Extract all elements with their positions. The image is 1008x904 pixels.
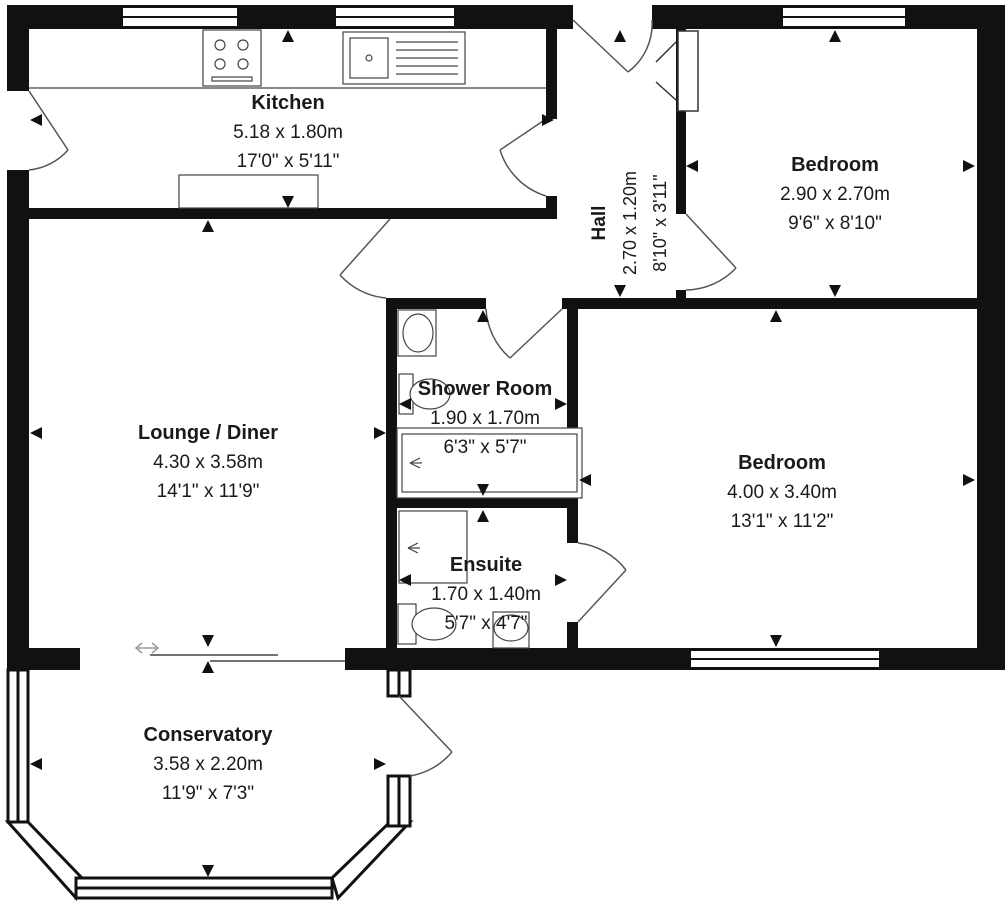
room-size-imperial: 11'9" x 7'3" [161, 783, 255, 804]
kitchen-fittings [29, 29, 546, 209]
measure-arrow-icon [477, 484, 489, 496]
room-size-metric: 2.90 x 2.70m [780, 184, 890, 205]
room-label-bedroom-main: Bedroom 4.00 x 3.40m 13'1" x 11'2" [727, 449, 837, 536]
room-label-conservatory: Conservatory 3.58 x 2.20m 11'9" x 7'3" [144, 721, 273, 808]
measure-arrow-icon [374, 758, 386, 770]
measure-arrow-icon [829, 30, 841, 42]
room-name: Conservatory [143, 724, 273, 746]
measure-arrow-icon [579, 474, 591, 486]
measure-arrow-icon [30, 114, 42, 126]
basin-icon [492, 611, 530, 649]
shower-tray-icon [398, 510, 468, 584]
room-size-imperial: 9'6" x 8'10" [788, 213, 882, 234]
measure-arrow-icon [686, 160, 698, 172]
measure-arrow-icon [202, 865, 214, 877]
room-size-imperial: 17'0" x 5'11" [236, 151, 340, 172]
room-size-metric: 1.70 x 1.40m [431, 584, 541, 605]
measure-arrow-icon [374, 427, 386, 439]
room-label-bedroom-top: Bedroom 2.90 x 2.70m 9'6" x 8'10" [780, 151, 890, 238]
toilet-icon [398, 373, 451, 415]
measure-arrow-icon [202, 635, 214, 647]
measure-arrow-icon [963, 160, 975, 172]
measure-arrow-icon [282, 30, 294, 42]
room-label-hall: Hall 2.70 x 1.20m 8'10" x 3'11" [585, 133, 675, 313]
room-label-shower-room: Shower Room 1.90 x 1.70m 6'3" x 5'7" [418, 375, 552, 462]
measure-arrow-icon [770, 635, 782, 647]
measure-arrow-icon [963, 474, 975, 486]
room-size-metric: 4.00 x 3.40m [727, 482, 837, 503]
door-swings [28, 19, 737, 777]
conservatory-frame [4, 668, 414, 901]
room-name: Shower Room [417, 378, 553, 400]
measure-arrow-icon [202, 220, 214, 232]
shower-room-fittings [396, 309, 583, 499]
walls [7, 5, 1005, 670]
room-size-imperial: 6'3" x 5'7" [443, 437, 527, 458]
ensuite-fittings [397, 510, 530, 649]
room-size-metric: 1.90 x 1.70m [430, 408, 540, 429]
measure-arrow-icon [477, 510, 489, 522]
measure-arrows [30, 30, 975, 877]
sliding-door [134, 642, 345, 662]
room-size-metric: 5.18 x 1.80m [233, 122, 343, 143]
sliding-door-arrow-icon [134, 642, 160, 654]
measure-arrow-icon [30, 758, 42, 770]
measure-arrow-icon [202, 661, 214, 673]
room-size-imperial: 8'10" x 3'11" [650, 174, 670, 272]
room-name: Bedroom [738, 452, 826, 474]
windows [121, 6, 907, 669]
room-label-lounge: Lounge / Diner 4.30 x 3.58m 14'1" x 11'9… [138, 419, 278, 506]
measure-arrow-icon [399, 574, 411, 586]
room-size-imperial: 13'1" x 11'2" [730, 511, 834, 532]
measure-arrow-icon [614, 30, 626, 42]
measure-arrow-icon [770, 310, 782, 322]
measure-arrow-icon [282, 196, 294, 208]
measure-arrow-icon [477, 310, 489, 322]
room-label-ensuite: Ensuite 1.70 x 1.40m 5'7" x 4'7" [431, 551, 541, 638]
room-name: Kitchen [251, 92, 325, 114]
room-size-metric: 4.30 x 3.58m [153, 452, 263, 473]
room-label-kitchen: Kitchen 5.18 x 1.80m 17'0" x 5'11" [233, 89, 343, 176]
room-size-imperial: 14'1" x 11'9" [156, 481, 260, 502]
measure-arrow-icon [399, 398, 411, 410]
sink-icon [342, 31, 466, 85]
room-size-metric: 3.58 x 2.20m [153, 754, 263, 775]
measure-arrow-icon [829, 285, 841, 297]
room-size-metric: 2.70 x 1.20m [620, 170, 640, 276]
measure-arrow-icon [555, 398, 567, 410]
hob-icon [202, 29, 262, 87]
room-name: Hall [589, 205, 610, 241]
basin-icon [397, 309, 437, 357]
measure-arrow-icon [30, 427, 42, 439]
room-name: Lounge / Diner [138, 422, 278, 444]
measure-arrow-icon [614, 285, 626, 297]
room-size-imperial: 5'7" x 4'7" [444, 613, 528, 634]
toilet-icon [397, 603, 457, 645]
door-swing-icon [28, 90, 69, 151]
measure-arrow-icon [555, 574, 567, 586]
measure-arrow-icon [542, 114, 554, 126]
shower-tray-icon [396, 427, 583, 499]
room-name: Bedroom [791, 154, 879, 176]
hall-cupboard [655, 30, 699, 112]
room-name: Ensuite [449, 554, 523, 576]
